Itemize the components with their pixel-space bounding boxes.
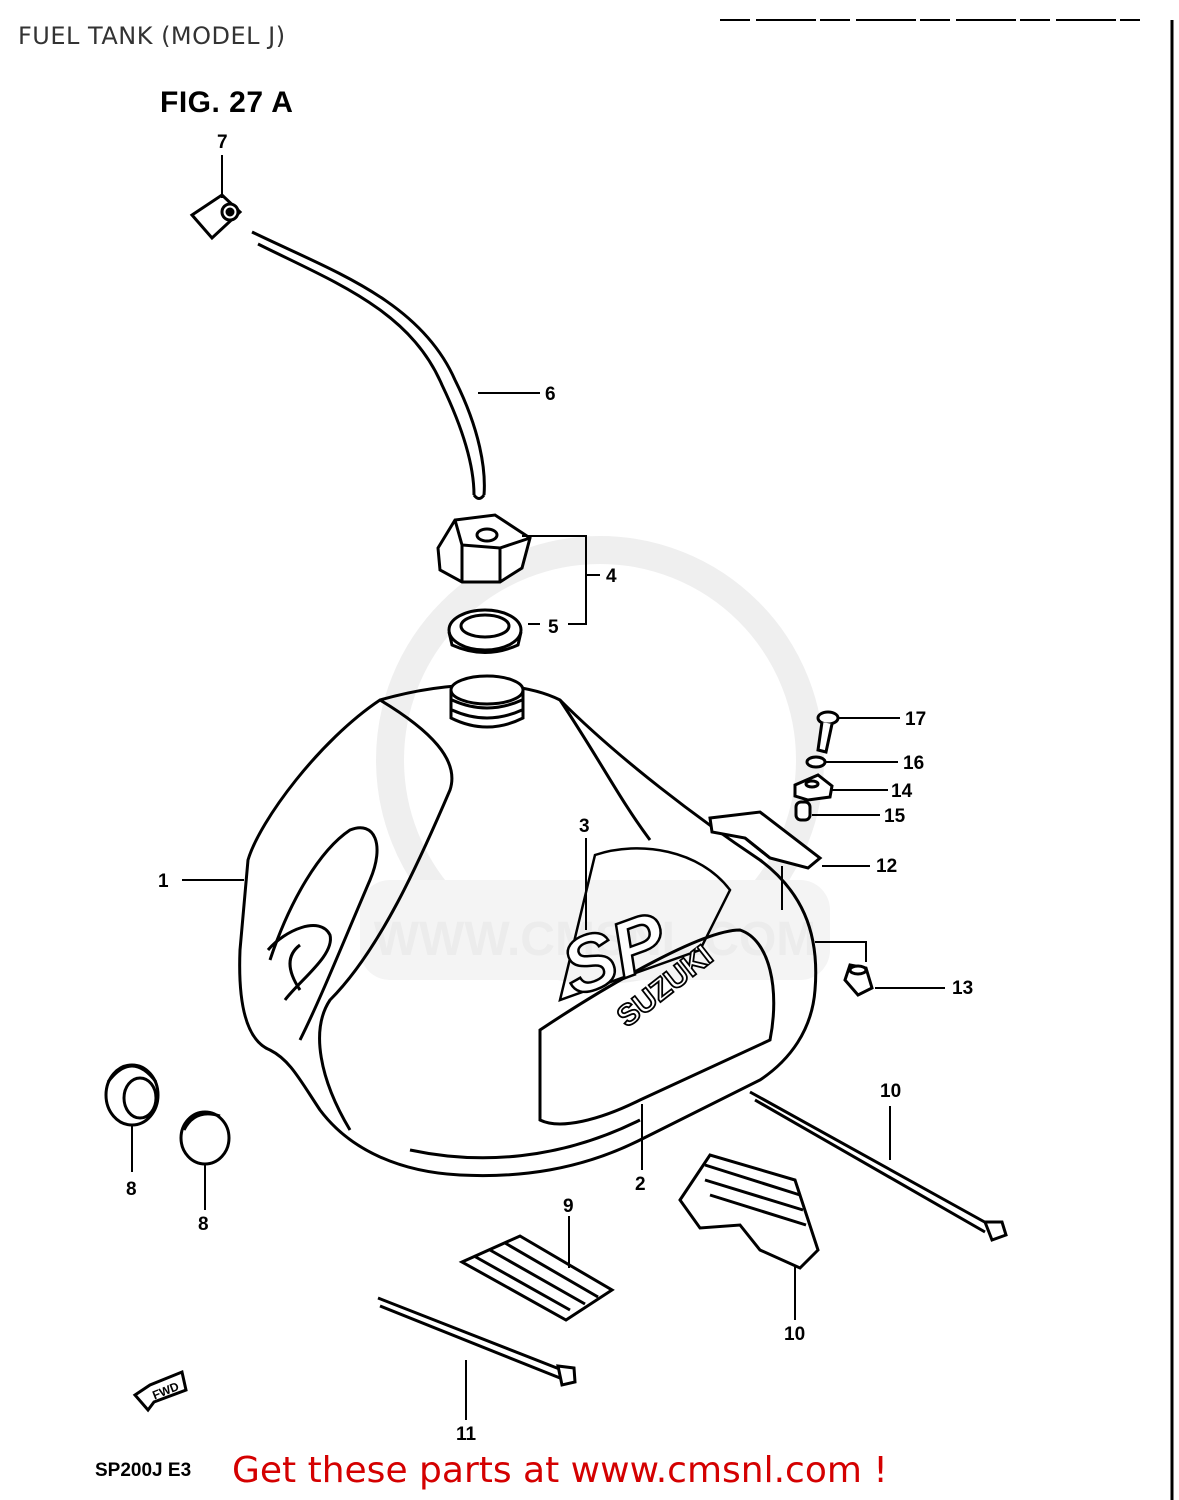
callout-13: 12 [876,856,897,877]
part-15-cushion [793,773,834,802]
figure-label: FIG. 27 A [160,86,294,119]
model-code: SP200J E3 [95,1460,192,1481]
part-7-clip [189,193,243,241]
callout-14: 13 [952,978,973,999]
part-9-pad [458,1234,615,1322]
page-title: FUEL TANK (MODEL J) [18,22,286,50]
callout-17: 16 [903,753,924,774]
callout-15: 14 [891,781,913,802]
callout-9: 9 [563,1196,574,1217]
part-14-grommet [843,963,874,997]
callout-6: 6 [545,384,556,405]
fwd-arrow-icon: FWD [132,1369,188,1413]
callout-7: 7 [217,132,228,153]
callout-1: 1 [158,871,169,892]
part-10-rubber-cushion [678,1153,820,1270]
part-4-fuel-cap [436,513,532,584]
callout-4: 4 [606,566,617,587]
part-18-bolt [816,710,840,754]
callout-11: 10 [880,1081,901,1102]
callout-18: 17 [905,709,926,730]
callout-numbers: 7 6 4 5 1 3 2 17 16 14 15 12 13 10 8 8 9… [126,132,973,1445]
callout-2: 2 [635,1174,646,1195]
callout-8a: 8 [126,1179,137,1200]
part-11-strap [749,1090,1008,1242]
leader-lines [131,155,945,1420]
callout-10: 10 [784,1324,805,1345]
callout-3: 3 [579,816,590,837]
part-16-collar [794,800,812,822]
part-13-bracket [708,810,823,870]
callout-12: 11 [456,1424,477,1445]
part-17-washer [805,755,827,769]
part-1-fuel-tank [238,674,818,1178]
part-8-cushion-a [104,1063,160,1127]
buy-parts-link[interactable]: Get these parts at www.cmsnl.com ! [232,1450,888,1491]
watermark-text: WWW.CMSNL.COM [374,913,817,966]
part-5-gasket [447,608,523,654]
callout-5: 5 [548,617,559,638]
callout-8b: 8 [198,1214,209,1235]
part-8-cushion-b [179,1110,231,1166]
part-12-strap [377,1296,577,1387]
part-6-hose [251,230,486,500]
callout-16: 15 [884,806,906,827]
